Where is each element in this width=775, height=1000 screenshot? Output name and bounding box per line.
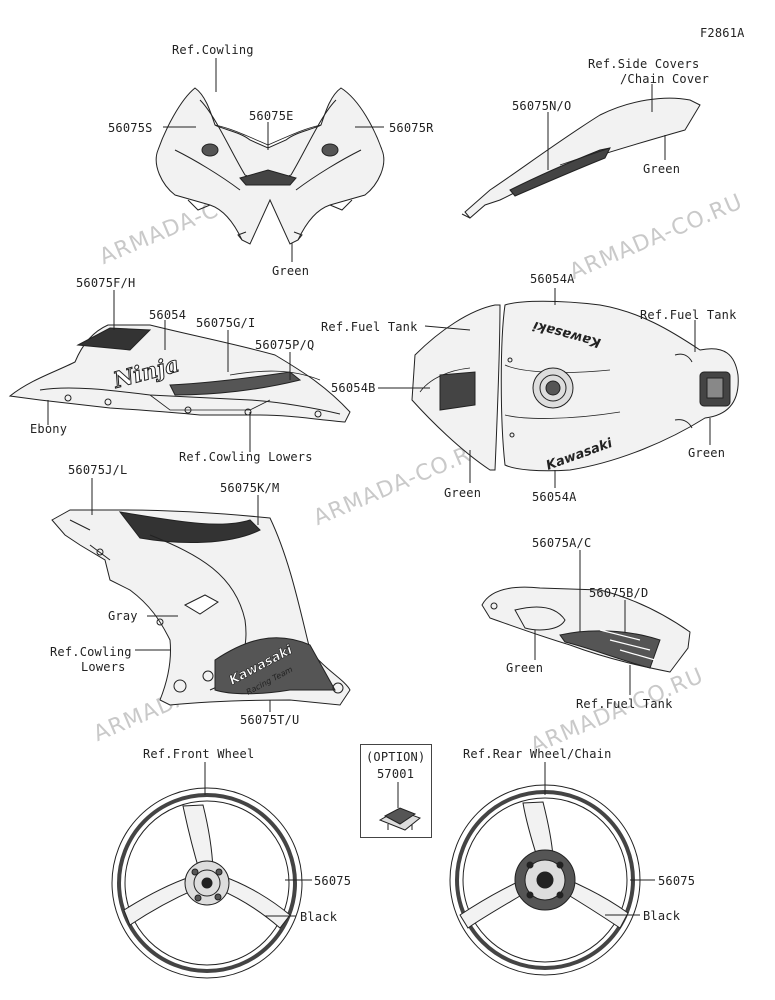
label-56054a-top: 56054A [530,272,575,286]
label-56054a-bottom: 56054A [532,490,577,504]
option-box [360,744,432,838]
label-ref-cowling-lowers-2b: Lowers [81,660,126,674]
label-green-tank-bottom: Green [444,486,482,500]
label-ref-cowling-lowers-2a: Ref.Cowling [50,645,132,659]
front-wheel [111,787,303,979]
side-fairing-lower [51,509,351,706]
figure-id: F2861A [700,26,745,40]
tank-cover [481,586,691,673]
label-56054: 56054 [149,308,187,322]
label-ref-fuel-tank-left: Ref.Fuel Tank [321,320,418,334]
label-56054b: 56054B [331,381,376,395]
label-56075s: 56075S [108,121,153,135]
side-cover [461,97,701,219]
label-56075tu: 56075T/U [240,713,300,727]
label-ebony: Ebony [30,422,68,436]
label-56075no: 56075N/O [512,99,572,113]
label-green-side: Green [643,162,681,176]
label-green-tank-right: Green [688,446,726,460]
label-56075pq: 56075P/Q [255,338,315,352]
label-ref-front-wheel: Ref.Front Wheel [143,747,255,761]
fuel-tank [411,300,739,472]
label-ref-cowling-lowers-1: Ref.Cowling Lowers [179,450,313,464]
label-green-tankcover: Green [506,661,544,675]
label-56075bd: 56075B/D [589,586,649,600]
label-ref-fuel-tank-right: Ref.Fuel Tank [640,308,737,322]
label-57001: 57001 [377,767,415,781]
label-56075e: 56075E [249,109,294,123]
label-green-cowling: Green [272,264,310,278]
label-56075fh: 56075F/H [76,276,136,290]
label-56075r: 56075R [389,121,434,135]
rear-wheel [449,784,641,976]
label-chain-cover: /Chain Cover [620,72,710,86]
label-ref-rear-wheel: Ref.Rear Wheel/Chain [463,747,612,761]
label-56075gi: 56075G/I [196,316,256,330]
upper-cowling [155,87,385,245]
label-black-rear: Black [643,909,681,923]
option-part [378,807,422,831]
label-gray: Gray [108,609,138,623]
label-ref-side-covers: Ref.Side Covers [588,57,700,71]
label-ref-cowling: Ref.Cowling [172,43,254,57]
label-56075km: 56075K/M [220,481,280,495]
label-56075jl: 56075J/L [68,463,128,477]
label-56075-front: 56075 [314,874,352,888]
label-black-front: Black [300,910,338,924]
label-56075ac: 56075A/C [532,536,592,550]
label-56075-rear: 56075 [658,874,696,888]
side-fairing-upper [8,324,351,425]
label-option: (OPTION) [366,750,426,764]
label-ref-fuel-tank-bottom: Ref.Fuel Tank [576,697,673,711]
